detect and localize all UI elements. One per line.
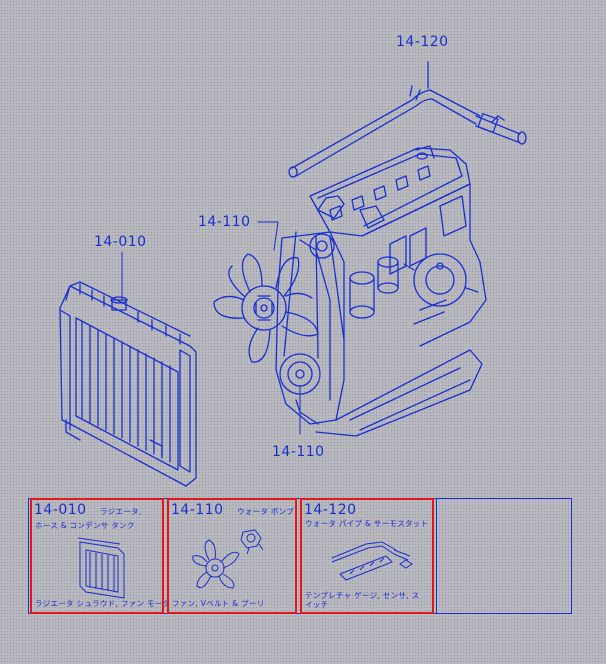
index-title-14-010: ラジエータ,: [100, 507, 142, 516]
radiator-thumbnail: [77, 537, 125, 599]
index-code-14-110: 14-110: [171, 502, 224, 518]
callout-14-120[interactable]: 14-120: [396, 34, 449, 50]
index-title-14-110: ウォータ ポンプ: [237, 507, 295, 516]
pipe-thumbnail: [331, 541, 413, 581]
index-footer-14-120: テンプレチャ ゲージ, センサ, スイッチ: [305, 591, 420, 609]
index-code-14-010: 14-010: [34, 502, 87, 518]
leader-lines: [121, 61, 429, 435]
index-cell-14-010[interactable]: 14-010 ラジエータ, ホース & コンデンサ タンク ラジエータ シュラウ…: [30, 498, 170, 614]
index-divider-empty: [436, 498, 437, 614]
index-cell-14-120[interactable]: 14-120 ウォータ パイプ & サーモスタット テンプレチャ ゲージ, セン…: [300, 498, 434, 614]
index-subtitle-14-010: ホース & コンデンサ タンク: [35, 521, 135, 530]
engine-block-drawing: [275, 145, 487, 437]
cooling-fan-drawing[interactable]: [213, 253, 319, 363]
index-code-14-120: 14-120: [304, 502, 357, 518]
index-footer-14-010: ラジエータ シュラウド, ファン モータ: [35, 599, 171, 608]
index-subtitle-14-120: ウォータ パイプ & サーモスタット: [305, 519, 429, 528]
callout-14-110-fan[interactable]: 14-110: [198, 214, 251, 230]
radiator-drawing[interactable]: [59, 281, 197, 487]
callout-14-110-pulley[interactable]: 14-110: [272, 444, 325, 460]
index-cell-14-110[interactable]: 14-110 ウォータ ポンプ ファン, Vベルト & プーリ: [167, 498, 297, 614]
index-footer-14-110: ファン, Vベルト & プーリ: [172, 599, 265, 608]
fan-pump-thumbnail: [192, 529, 264, 589]
callout-14-010[interactable]: 14-010: [94, 234, 147, 250]
